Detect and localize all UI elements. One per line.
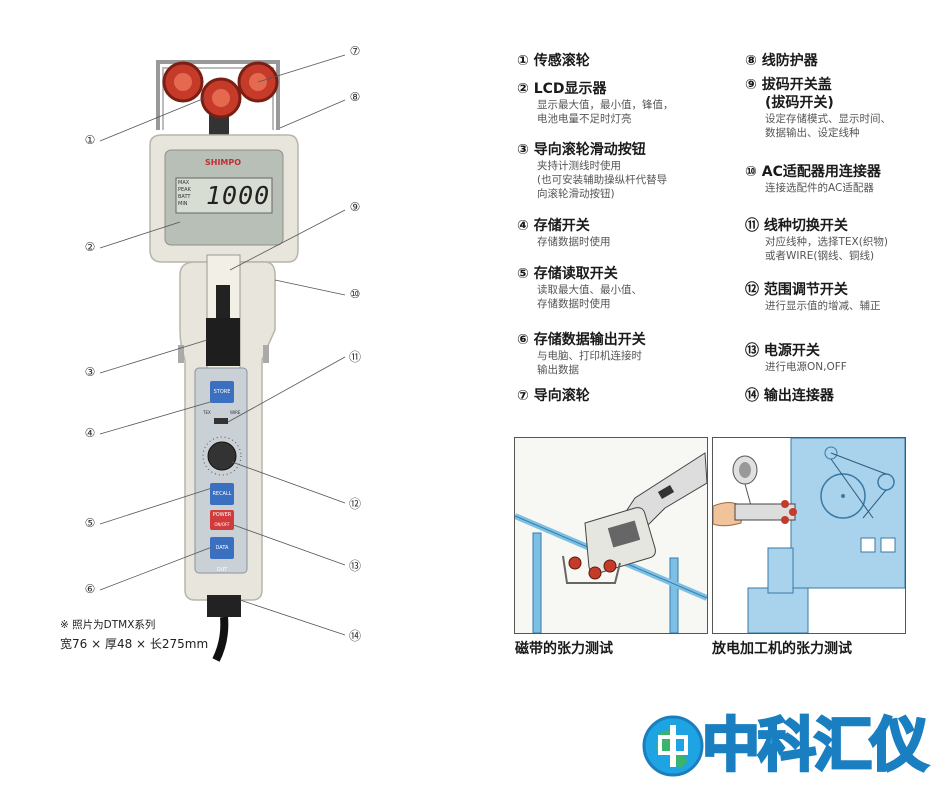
lcd-label-peak: PEAK (178, 187, 191, 193)
lcd-label-batt: BATT (178, 194, 191, 200)
power-button-label: POWER (212, 512, 232, 518)
company-logo: 中科汇仪 (640, 703, 940, 789)
callout-1: ① (84, 133, 96, 147)
globe-logo-icon (642, 715, 704, 777)
caption-edm-tension: 放电加工机的张力测试 (712, 641, 852, 657)
feature-13-desc-1: 进行电源ON,OFF (765, 361, 847, 373)
feature-9-desc-1: 设定存储模式、显示时间、 (765, 113, 891, 125)
feature-8: ⑧ 线防护器 (745, 52, 818, 70)
feature-9-title: ⑨ 拔码开关盖 (745, 77, 832, 93)
switch-label-tex: TEX (203, 410, 211, 415)
feature-6-desc-2: 输出数据 (537, 364, 579, 376)
power-button-sub: ON/OFF (214, 522, 230, 527)
feature-2-title: ② LCD显示器 (517, 81, 607, 97)
feature-13-title: ⑬ 电源开关 (745, 343, 820, 359)
feature-6-desc-1: 与电脑、打印机连接时 (537, 350, 642, 362)
feature-4: ④ 存储开关 存储数据时使用 (517, 217, 611, 249)
lcd-value: 1000 (206, 181, 271, 210)
feature-9: ⑨ 拔码开关盖 (拔码开关) 设定存储模式、显示时间、 数据输出、设定线种 (745, 76, 891, 140)
lcd-label-min: MIN (178, 201, 188, 207)
feature-3: ③ 导向滚轮滑动按钮 夹持计测线时使用 (也可安装辅助操纵杆代替导 向滚轮滑动按… (517, 141, 667, 201)
tape-tension-illustration (515, 438, 707, 633)
power-button[interactable]: POWER ON/OFF (210, 510, 234, 530)
feature-11: ⑪ 线种切换开关 对应线种，选择TEX(织物) 或者WIRE(钢线、铜线) (745, 217, 888, 263)
guide-roller-left (162, 61, 204, 103)
feature-3-desc-3: 向滚轮滑动按钮) (537, 188, 615, 200)
feature-13: ⑬ 电源开关 进行电源ON,OFF (745, 342, 847, 374)
feature-6: ⑥ 存储数据输出开关 与电脑、打印机连接时 输出数据 (517, 331, 646, 377)
tape-tension-panel (514, 437, 708, 634)
feature-10-desc-1: 连接选配件的AC适配器 (765, 182, 874, 194)
feature-3-title: ③ 导向滚轮滑动按钮 (517, 142, 646, 158)
feature-1-title: ① 传感滚轮 (517, 53, 590, 69)
callout-5: ⑤ (84, 516, 96, 530)
feature-3-desc-2: (也可安装辅助操纵杆代替导 (537, 174, 668, 186)
feature-12-desc-1: 进行显示值的增减、辅正 (765, 300, 881, 312)
logo-text: 中科汇仪 (700, 710, 929, 781)
feature-10-title: ⑩ AC适配器用连接器 (745, 164, 881, 180)
tension-meter-illustration (99, 54, 346, 662)
feature-2-desc-1: 显示最大值，最小值，锋值， (537, 99, 674, 111)
feature-7: ⑦ 导向滚轮 (517, 387, 590, 405)
sensing-roller (200, 77, 242, 119)
feature-5-desc-1: 读取最大值、最小值、 (537, 284, 642, 296)
feature-11-title: ⑪ 线种切换开关 (745, 218, 848, 234)
callout-11: ⑪ (348, 350, 361, 364)
feature-2-desc-2: 电池电量不足时灯亮 (537, 113, 632, 125)
feature-1: ① 传感滚轮 (517, 52, 590, 70)
feature-11-desc-2: 或者WIRE(钢线、铜线) (765, 250, 875, 262)
feature-4-title: ④ 存储开关 (517, 218, 590, 234)
photo-note: ※ 照片为DTMX系列 (60, 619, 156, 631)
feature-2: ② LCD显示器 显示最大值，最小值，锋值， 电池电量不足时灯亮 (517, 80, 674, 126)
callout-10: ⑩ (349, 287, 361, 301)
feature-12: ⑫ 范围调节开关 进行显示值的增减、辅正 (745, 281, 881, 313)
dimensions: 宽76 × 厚48 × 长275mm (60, 637, 209, 651)
feature-5-desc-2: 存储数据时使用 (537, 298, 611, 310)
callout-13: ⑬ (348, 559, 361, 573)
edm-tension-illustration (713, 438, 905, 633)
feature-4-desc-1: 存储数据时使用 (537, 236, 611, 248)
feature-14: ⑭ 输出连接器 (745, 387, 834, 405)
brand-label: SHIMPO (205, 158, 242, 167)
feature-6-title: ⑥ 存储数据输出开关 (517, 332, 646, 348)
callout-2: ② (84, 240, 96, 254)
switch-label-wire: WIRE (230, 410, 241, 415)
lcd-label-max: MAX (178, 180, 190, 186)
callout-7: ⑦ (349, 44, 361, 58)
feature-10: ⑩ AC适配器用连接器 连接选配件的AC适配器 (745, 163, 881, 195)
callout-3: ③ (84, 365, 96, 379)
feature-14-title: ⑭ 输出连接器 (745, 388, 834, 404)
feature-12-title: ⑫ 范围调节开关 (745, 282, 848, 298)
callout-8: ⑧ (349, 90, 361, 104)
caption-tape-tension: 磁带的张力测试 (515, 641, 613, 657)
data-out-button[interactable]: DATA OUT (210, 537, 234, 573)
feature-9-desc-2: 数据输出、设定线种 (765, 127, 860, 139)
store-button[interactable]: STORE (210, 381, 234, 403)
callout-6: ⑥ (84, 582, 96, 596)
edm-tension-panel (712, 437, 906, 634)
feature-5: ⑤ 存储读取开关 读取最大值、最小值、 存储数据时使用 (517, 265, 642, 311)
feature-8-title: ⑧ 线防护器 (745, 53, 818, 69)
feature-11-desc-1: 对应线种，选择TEX(织物) (765, 236, 888, 248)
feature-7-title: ⑦ 导向滚轮 (517, 388, 590, 404)
callout-9: ⑨ (349, 200, 361, 214)
callout-4: ④ (84, 426, 96, 440)
feature-9-subtitle: (拔码开关) (765, 95, 834, 111)
recall-button[interactable]: RECALL (210, 483, 234, 505)
feature-3-desc-1: 夹持计测线时使用 (537, 160, 621, 172)
feature-5-title: ⑤ 存储读取开关 (517, 266, 618, 282)
callout-14: ⑭ (348, 629, 361, 643)
callout-12: ⑫ (348, 497, 361, 511)
